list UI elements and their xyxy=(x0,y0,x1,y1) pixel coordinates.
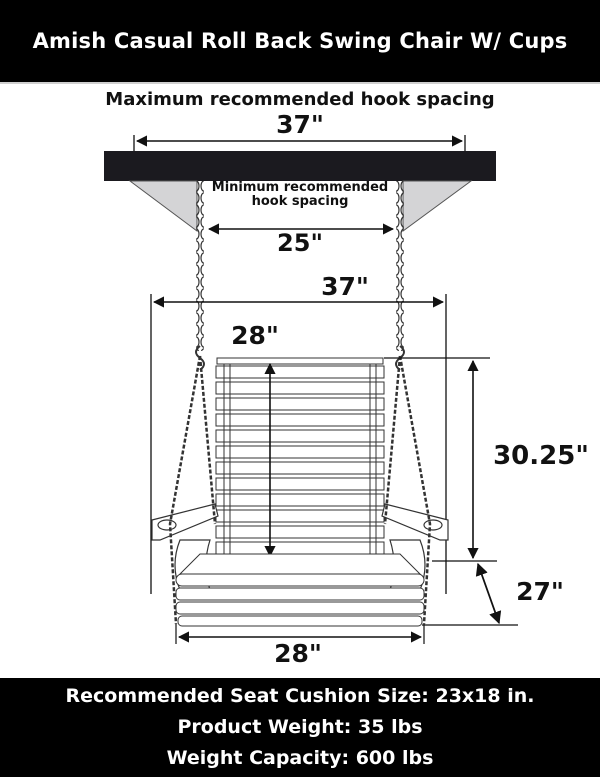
max-hook-spacing-label: Maximum recommended hook spacing xyxy=(105,89,495,110)
chair-back xyxy=(215,357,385,564)
product-title: Amish Casual Roll Back Swing Chair W/ Cu… xyxy=(32,29,568,53)
min-hook-spacing-label: Minimum recommended hook spacing xyxy=(211,180,389,209)
ceiling-beam xyxy=(104,151,496,181)
left-bracket xyxy=(128,180,198,232)
title-banner: Amish Casual Roll Back Swing Chair W/ Cu… xyxy=(0,0,600,84)
back-width-value: 28" xyxy=(231,321,279,350)
dimension-diagram: Maximum recommended hook spacing 37" Min… xyxy=(0,84,600,678)
max-hook-spacing-dimension xyxy=(133,135,466,154)
overall-width-value: 37" xyxy=(321,272,369,301)
right-chain xyxy=(396,181,404,351)
swing-chair-drawing xyxy=(104,135,518,644)
specs-banner: Recommended Seat Cushion Size: 23x18 in.… xyxy=(0,678,600,777)
seat-depth-dimension xyxy=(422,562,518,626)
left-chain xyxy=(196,181,204,351)
spec-cushion-size: Recommended Seat Cushion Size: 23x18 in. xyxy=(65,685,535,707)
chair-seat xyxy=(175,553,425,627)
right-bracket xyxy=(402,180,473,232)
seat-width-dimension xyxy=(175,624,425,644)
seat-width-value: 28" xyxy=(274,639,322,668)
max-hook-spacing-value: 37" xyxy=(276,110,324,139)
back-height-dimension xyxy=(384,357,497,562)
overall-width-dimension xyxy=(150,294,447,594)
seat-depth-value: 27" xyxy=(516,577,564,606)
spec-product-weight: Product Weight: 35 lbs xyxy=(177,716,423,738)
back-height-value: 30.25" xyxy=(493,441,589,471)
spec-weight-capacity: Weight Capacity: 600 lbs xyxy=(166,747,434,769)
min-hook-spacing-value: 25" xyxy=(277,229,323,257)
